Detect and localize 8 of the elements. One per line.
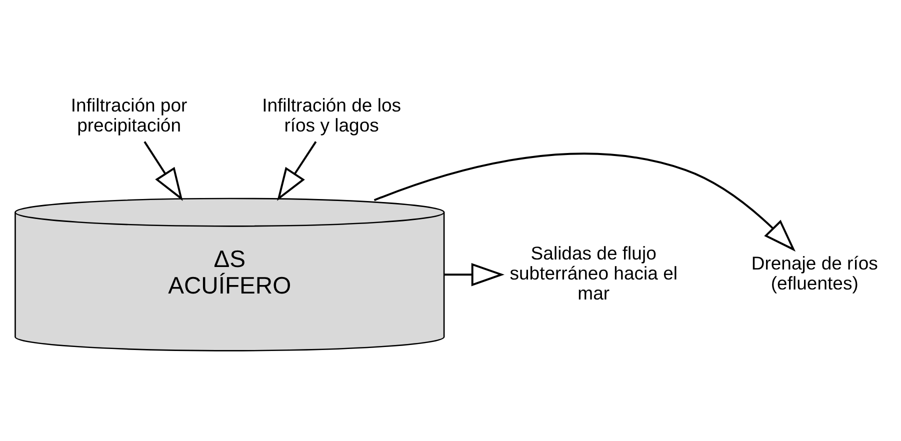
node-text: Infiltración por precipitación bbox=[70, 94, 187, 135]
arrow bbox=[276, 140, 316, 200]
node-text: Salidas de flujo subterráneo hacia el mar bbox=[509, 242, 677, 303]
arrow bbox=[444, 262, 504, 286]
node-text: Drenaje de ríos (efluentes) bbox=[750, 252, 878, 293]
node-text: Infiltración de los ríos y lagos bbox=[262, 94, 401, 135]
arrow bbox=[373, 152, 796, 252]
arrow bbox=[143, 140, 182, 200]
